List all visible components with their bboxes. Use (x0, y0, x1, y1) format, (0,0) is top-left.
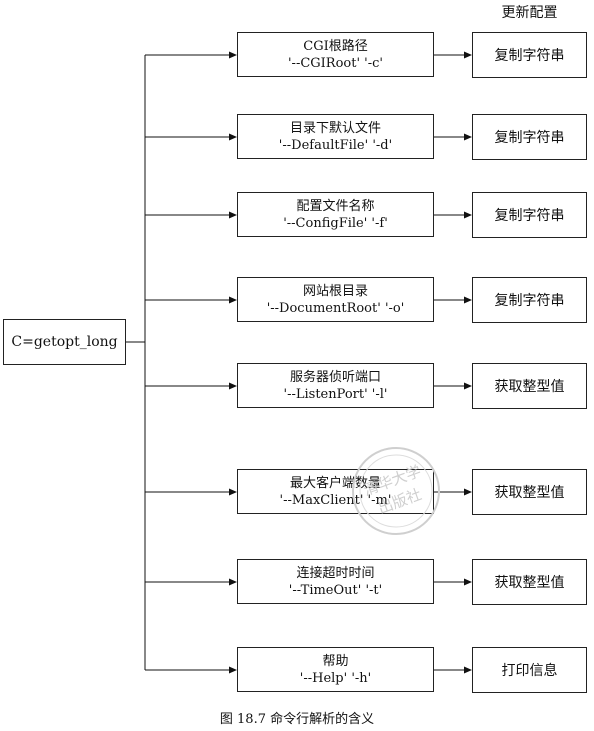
publisher-stamp-watermark: 清华大学 出版社 (352, 447, 440, 535)
action-node-copy-string: 复制字符串 (472, 277, 587, 323)
option-name: 配置文件名称 (296, 198, 375, 214)
update-config-header: 更新配置 (501, 5, 558, 21)
option-name: 服务器侦听端口 (289, 369, 381, 385)
option-node-maxclient: 最大客户端数量 '--MaxClient' '-m' (237, 469, 434, 514)
option-name: 目录下默认文件 (289, 120, 381, 136)
option-name: CGI根路径 (303, 38, 368, 54)
action-node-get-int: 获取整型值 (472, 363, 587, 409)
figure-caption: 图 18.7 命令行解析的含义 (219, 712, 375, 727)
option-flag: '--ConfigFile' '-f' (283, 215, 388, 231)
action-label: 复制字符串 (494, 208, 565, 224)
option-node-timeout: 连接超时时间 '--TimeOut' '-t' (237, 559, 434, 604)
option-node-cgiroot: CGI根路径 '--CGIRoot' '-c' (237, 32, 434, 77)
action-node-copy-string: 复制字符串 (472, 192, 587, 238)
option-name: 最大客户端数量 (289, 475, 381, 491)
action-node-get-int: 获取整型值 (472, 469, 587, 515)
option-node-documentroot: 网站根目录 '--DocumentRoot' '-o' (237, 277, 434, 322)
option-flag: '--Help' '-h' (299, 670, 372, 686)
option-node-configfile: 配置文件名称 '--ConfigFile' '-f' (237, 192, 434, 237)
action-node-print-info: 打印信息 (472, 647, 587, 693)
action-label: 获取整型值 (494, 485, 565, 501)
option-node-help: 帮助 '--Help' '-h' (237, 647, 434, 692)
option-node-defaultfile: 目录下默认文件 '--DefaultFile' '-d' (237, 114, 434, 159)
option-node-listenport: 服务器侦听端口 '--ListenPort' '-l' (237, 363, 434, 408)
action-label: 复制字符串 (494, 130, 565, 146)
option-flag: '--DefaultFile' '-d' (278, 137, 393, 153)
option-name: 帮助 (322, 653, 349, 669)
action-node-copy-string: 复制字符串 (472, 32, 587, 78)
action-label: 复制字符串 (494, 48, 565, 64)
action-label: 打印信息 (501, 663, 558, 679)
option-name: 网站根目录 (302, 283, 368, 299)
option-flag: '--DocumentRoot' '-o' (266, 300, 405, 316)
option-name: 连接超时时间 (296, 565, 375, 581)
getopt-long-node: C=getopt_long (3, 319, 126, 365)
getopt-long-label: C=getopt_long (11, 334, 118, 350)
option-flag: '--CGIRoot' '-c' (287, 55, 384, 71)
action-label: 获取整型值 (494, 379, 565, 395)
option-flag: '--ListenPort' '-l' (283, 386, 388, 402)
action-label: 复制字符串 (494, 293, 565, 309)
option-flag: '--MaxClient' '-m' (279, 492, 392, 508)
action-node-copy-string: 复制字符串 (472, 114, 587, 160)
action-node-get-int: 获取整型值 (472, 559, 587, 605)
option-flag: '--TimeOut' '-t' (288, 582, 383, 598)
action-label: 获取整型值 (494, 575, 565, 591)
